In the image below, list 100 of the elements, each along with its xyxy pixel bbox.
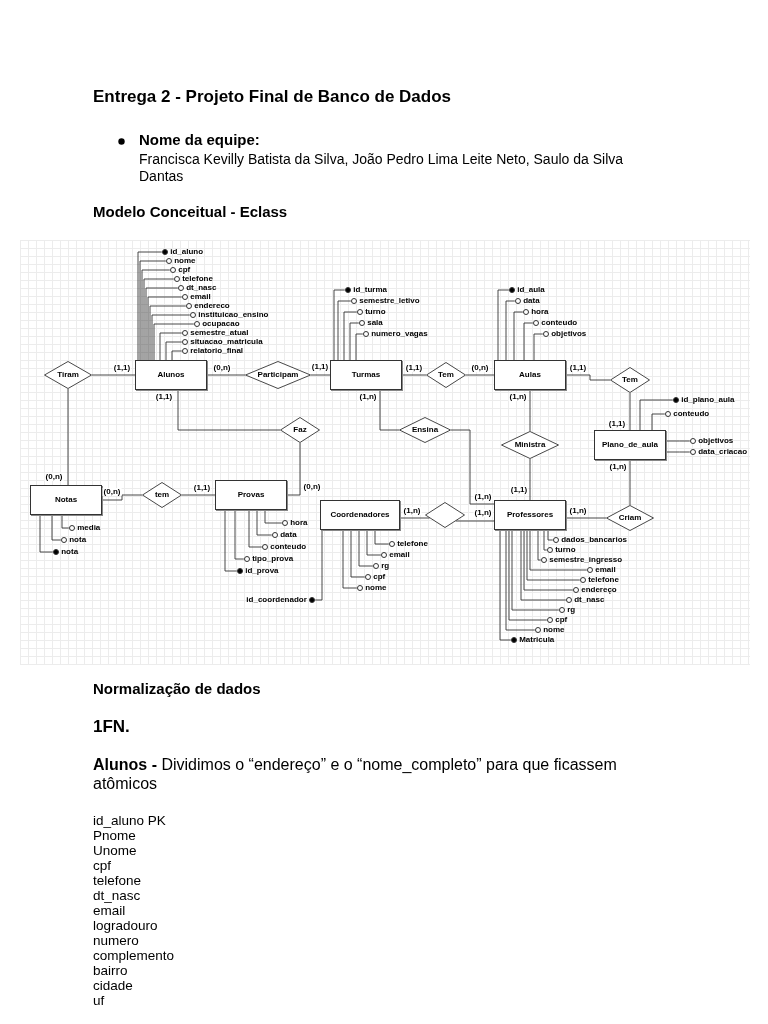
attribute-name: semestre_ingresso [549, 556, 623, 564]
attribute-line [520, 529, 567, 601]
attribute-line [374, 529, 390, 545]
attribute-line [526, 529, 581, 581]
entity-box [594, 430, 666, 460]
relationship-diamond [142, 482, 182, 508]
attribute-circle [540, 556, 548, 564]
attribute-name: relatorio_final [190, 347, 244, 355]
attribute-circle [546, 546, 554, 554]
section-heading: Nome da equipe: [139, 131, 260, 149]
attribute-circle [185, 302, 193, 310]
attribute-name: turno [555, 546, 576, 554]
attribute-line [149, 305, 187, 361]
attribute-line [145, 287, 179, 361]
attribute-circle [364, 573, 372, 581]
relationship-line [310, 374, 331, 376]
entity-box [215, 480, 287, 510]
attribute-circle [546, 616, 554, 624]
attribute-circle [514, 297, 522, 305]
entity-box [494, 360, 566, 390]
attribute-line [513, 311, 524, 361]
relationship-line [629, 392, 631, 431]
relationship-line [465, 374, 495, 376]
entity-box [494, 500, 566, 530]
attribute-line [343, 311, 358, 361]
attribute-list-item: dt_nasc [93, 888, 141, 905]
attribute-name: hora [531, 308, 549, 316]
key-attribute-dot [508, 286, 516, 294]
attribute-name: sala [367, 319, 383, 327]
attribute-line [256, 509, 273, 536]
cardinality-label: (1,1) [154, 393, 174, 401]
attribute-name: nota [69, 536, 87, 544]
relationship-line [379, 389, 400, 431]
attribute-circle [271, 531, 279, 539]
attribute-list-item: email [93, 903, 126, 920]
attribute-line [511, 529, 560, 611]
key-attribute-dot [344, 286, 352, 294]
attribute-name: nome [365, 584, 387, 592]
relationship-diamond [425, 502, 465, 528]
attribute-name: email [190, 293, 211, 301]
attribute-line [224, 509, 238, 572]
attribute-name: id_turma [353, 286, 387, 294]
entity-box [330, 360, 402, 390]
relationship-line [206, 374, 246, 376]
attribute-circle [586, 566, 594, 574]
attribute-line [358, 529, 374, 567]
relationship-diamond [501, 431, 559, 459]
key-attribute-dot [510, 636, 518, 644]
attribute-list-item: logradouro [93, 918, 158, 935]
cardinality-label: (0,n) [302, 483, 322, 491]
attribute-list-item: id_aluno PK [93, 813, 166, 830]
attribute-name: endereço [581, 586, 617, 594]
entity-name: Professores [506, 511, 554, 519]
document-title: Entrega 2 - Projeto Final de Banco de Dados [93, 87, 451, 108]
attribute-name: conteudo [541, 319, 578, 327]
attribute-circle [165, 257, 173, 265]
attribute-circle [689, 448, 697, 456]
attribute-line [529, 529, 588, 571]
relationship-line [181, 494, 216, 496]
attribute-name: instituicao_ensino [198, 311, 269, 319]
relationship-line [91, 374, 136, 376]
attribute-line [499, 529, 512, 641]
attribute-circle [362, 330, 370, 338]
attribute-circle [522, 308, 530, 316]
relationship-name: Tem [438, 371, 454, 379]
attribute-circle [572, 586, 580, 594]
attribute-name: objetivos [698, 437, 734, 445]
relationship-line [101, 494, 143, 501]
attribute-name: dt_nasc [186, 284, 217, 292]
key-attribute-dot [236, 567, 244, 575]
cardinality-label: (1,1) [192, 484, 212, 492]
attribute-name: data [280, 531, 297, 539]
attribute-circle [356, 308, 364, 316]
entity-name: Coordenadores [330, 511, 390, 519]
entity-name: Aulas [519, 371, 541, 379]
attribute-list-item: Unome [93, 843, 137, 860]
attribute-line [171, 350, 183, 361]
team-members-text: Francisca Kevilly Batista da Silva, João Pedro Lima Leite Neto, Saulo da Silva Dantas [139, 151, 625, 185]
relationship-name: Participam [257, 371, 299, 379]
attribute-list-item: uf [93, 993, 105, 1010]
attribute-line [147, 296, 183, 361]
attribute-circle [372, 562, 380, 570]
attribute-line [248, 509, 263, 548]
attribute-name: telefone [182, 275, 213, 283]
cardinality-label: (1,n) [608, 463, 628, 471]
attribute-line [159, 332, 183, 361]
attribute-name: id_aula [517, 286, 545, 294]
cardinality-label: (1,n) [473, 509, 493, 517]
key-attribute-dot [672, 396, 680, 404]
attribute-line [139, 260, 167, 361]
attribute-circle [60, 536, 68, 544]
cardinality-label: (1,1) [607, 420, 627, 428]
attribute-circle [189, 311, 197, 319]
attribute-list-item: telefone [93, 873, 142, 890]
entity-name: Alunos [157, 371, 185, 379]
relationship-line [629, 459, 631, 506]
attribute-line [505, 300, 516, 361]
attribute-circle [534, 626, 542, 634]
entity-box [135, 360, 207, 390]
attribute-line [61, 514, 70, 529]
